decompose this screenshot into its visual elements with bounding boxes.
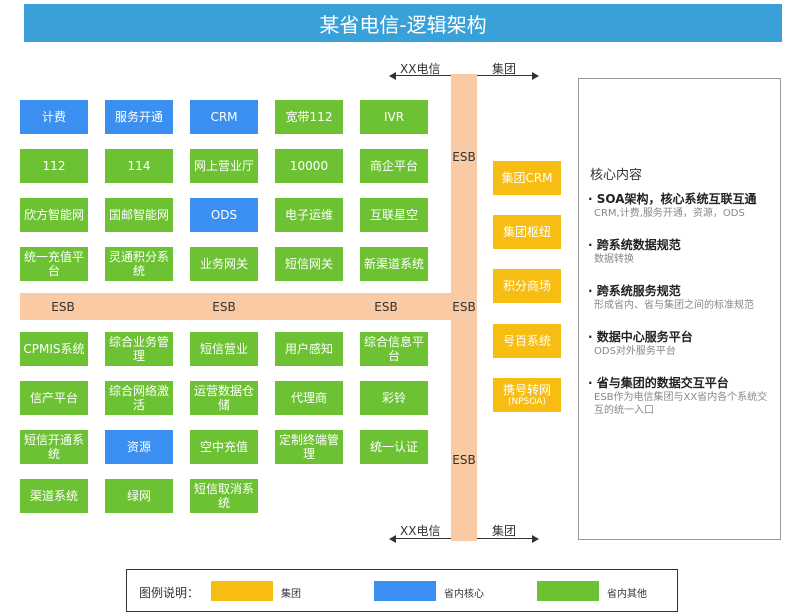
esb-label: ESB [452, 150, 476, 164]
arrow-label-xx-top: XX电信 [400, 62, 441, 76]
panel-item-heading: · 省与集团的数据交互平台 [588, 376, 729, 390]
esb-label: ESB [452, 300, 476, 314]
panel-item: · 数据中心服务平台 ODS对外服务平台 [588, 330, 773, 358]
group-system-label: 号百系统 [502, 334, 551, 348]
upper-system-box: IVR [360, 100, 428, 134]
upper-system-box: 10000 [275, 149, 343, 183]
legend-title: 图例说明： [139, 586, 200, 600]
panel-item-heading: · 数据中心服务平台 [588, 330, 693, 344]
panel-item-heading: · 跨系统数据规范 [588, 238, 681, 252]
arrow-right-icon [532, 535, 539, 543]
panel-title: 核心内容 [590, 168, 643, 183]
arrow-line [477, 538, 533, 539]
arrow-line [395, 538, 451, 539]
panel-item: · 跨系统数据规范数据转换 [588, 238, 773, 266]
upper-system-box: ODS [190, 198, 258, 232]
page-title: 某省电信-逻辑架构 [24, 4, 782, 42]
upper-system-box: 统一充值平台 [20, 247, 88, 281]
legend: 图例说明： 集团 省内核心 省内其他 [126, 569, 678, 612]
panel-item-description: 形成省内、省与集团之间的标准规范 [594, 300, 754, 311]
legend-swatch-group [211, 581, 273, 601]
arrow-left-icon [389, 72, 396, 80]
upper-system-box: CRM [190, 100, 258, 134]
panel-item-description: 数据转换 [594, 254, 634, 265]
arrow-line [395, 75, 451, 76]
lower-system-box: 综合业务管理 [105, 332, 173, 366]
esb-label: ESB [374, 300, 398, 314]
lower-system-box: 代理商 [275, 381, 343, 415]
upper-system-box: 宽带112 [275, 100, 343, 134]
group-system-box: 携号转网(NPSOA) [493, 378, 561, 412]
panel-item-description: CRM,计费,服务开通，资源，ODS [594, 208, 745, 219]
lower-system-box: 短信营业 [190, 332, 258, 366]
esb-label: ESB [51, 300, 75, 314]
group-system-box: 积分商场 [493, 269, 561, 303]
group-system-box: 集团枢纽 [493, 215, 561, 249]
panel-item-heading: · SOA架构，核心系统互联互通 [588, 192, 757, 206]
upper-system-box: 114 [105, 149, 173, 183]
legend-label-other: 省内其他 [607, 589, 647, 600]
legend-swatch-core [374, 581, 436, 601]
upper-system-box: 计费 [20, 100, 88, 134]
lower-system-box: 综合信息平台 [360, 332, 428, 366]
panel-item-heading: · 跨系统服务规范 [588, 284, 681, 298]
upper-system-box: 业务网关 [190, 247, 258, 281]
group-system-label: 积分商场 [502, 279, 551, 293]
lower-system-box: 用户感知 [275, 332, 343, 366]
esb-label: ESB [212, 300, 236, 314]
core-content-panel [578, 78, 781, 540]
esb-horizontal-bus [20, 293, 477, 320]
upper-system-box: 服务开通 [105, 100, 173, 134]
group-system-label: 集团枢纽 [502, 225, 551, 239]
upper-system-box: 商企平台 [360, 149, 428, 183]
lower-system-box: 统一认证 [360, 430, 428, 464]
upper-system-box: 灵通积分系统 [105, 247, 173, 281]
upper-system-box: 网上营业厅 [190, 149, 258, 183]
panel-item-description: ESB作为电信集团与XX省内各个系统交互的统一入口 [594, 392, 768, 416]
panel-item: · SOA架构，核心系统互联互通 CRM,计费,服务开通，资源，ODS [588, 192, 773, 220]
arrow-label-xx-bottom: XX电信 [400, 524, 441, 538]
lower-system-box: 综合网络激活 [105, 381, 173, 415]
panel-item-description: ODS对外服务平台 [594, 346, 676, 357]
upper-system-box: 国邮智能网 [105, 198, 173, 232]
esb-vertical-bus [451, 74, 477, 541]
group-system-sublabel: (NPSOA) [508, 397, 546, 407]
lower-system-box: 彩铃 [360, 381, 428, 415]
panel-item: · 跨系统服务规范形成省内、省与集团之间的标准规范 [588, 284, 773, 312]
legend-swatch-other [537, 581, 599, 601]
lower-system-box: 资源 [105, 430, 173, 464]
arrow-right-icon [532, 72, 539, 80]
upper-system-box: 欣方智能网 [20, 198, 88, 232]
esb-label: ESB [452, 453, 476, 467]
legend-label-core: 省内核心 [444, 589, 484, 600]
lower-system-box: 空中充值 [190, 430, 258, 464]
lower-system-box: 运营数据仓储 [190, 381, 258, 415]
lower-system-box: 绿网 [105, 479, 173, 513]
group-system-label: 携号转网 [502, 383, 551, 397]
lower-system-box: CPMIS系统 [20, 332, 88, 366]
panel-item: · 省与集团的数据交互平台 ESB作为电信集团与XX省内各个系统交互的统一入口 [588, 376, 773, 417]
lower-system-box: 短信取消系统 [190, 479, 258, 513]
lower-system-box: 信产平台 [20, 381, 88, 415]
upper-system-box: 112 [20, 149, 88, 183]
arrow-line [477, 75, 533, 76]
group-system-box: 号百系统 [493, 324, 561, 358]
lower-system-box: 短信开通系统 [20, 430, 88, 464]
arrow-label-group-bottom: 集团 [492, 524, 517, 538]
lower-system-box: 渠道系统 [20, 479, 88, 513]
arrow-left-icon [389, 535, 396, 543]
lower-system-box: 定制终端管理 [275, 430, 343, 464]
upper-system-box: 短信网关 [275, 247, 343, 281]
upper-system-box: 互联星空 [360, 198, 428, 232]
group-system-label: 集团CRM [501, 171, 553, 185]
legend-label-group: 集团 [281, 589, 301, 600]
upper-system-box: 新渠道系统 [360, 247, 428, 281]
upper-system-box: 电子运维 [275, 198, 343, 232]
arrow-label-group-top: 集团 [492, 62, 517, 76]
group-system-box: 集团CRM [493, 161, 561, 195]
